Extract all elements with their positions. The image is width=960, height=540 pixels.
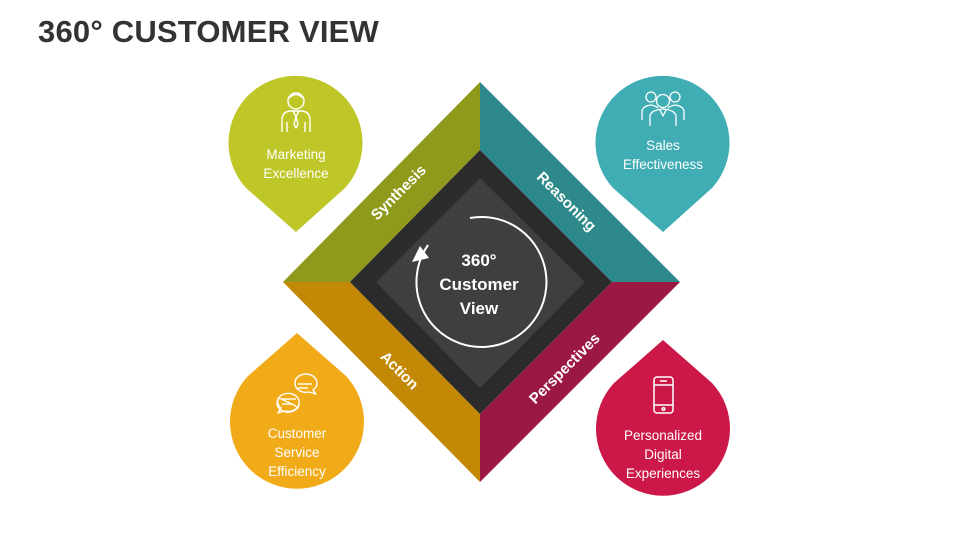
segment-synthesis [283,82,480,282]
inner-diamond [376,178,585,388]
drop-label-marketing-excellence: Marketing Excellence [236,145,356,183]
drop-label-line: Experiences [625,466,701,481]
team-icon [641,91,685,126]
drop-customer-service [230,333,365,489]
drop-marketing-excellence [228,75,363,232]
cycle-arrowhead-icon [412,246,429,262]
page-title: 360° CUSTOMER VIEW [38,14,379,49]
drop-label-line: Digital [644,447,682,462]
segment-reasoning [480,82,680,282]
center-line-3: View [460,299,499,318]
businessman-icon [281,92,311,132]
drop-label-line: Efficiency [268,464,326,479]
drop-label-customer-service: Customer Service Efficiency [237,424,357,481]
segment-perspectives [480,282,680,482]
drop-label-sales-effectiveness: Sales Effectiveness [603,136,723,174]
drop-label-line: Effectiveness [622,157,704,172]
center-line-2: Customer [439,275,519,294]
center-line-1: 360° [461,251,496,270]
drop-label-line: Customer [267,426,327,441]
drop-label-line: Excellence [263,166,329,181]
chat-bubbles-icon [276,373,318,414]
drop-label-line: Service [274,445,320,460]
drop-label-personalized-digital: Personalized Digital Experiences [603,426,723,483]
smartphone-icon [653,376,674,414]
segment-action [283,282,480,482]
drop-label-line: Marketing [266,147,326,162]
drop-sales-effectiveness [595,75,730,232]
drop-label-line: Sales [646,138,680,153]
drop-label-line: Personalized [623,428,703,443]
drop-personalized-digital [596,340,731,496]
cycle-arrow [415,216,548,348]
